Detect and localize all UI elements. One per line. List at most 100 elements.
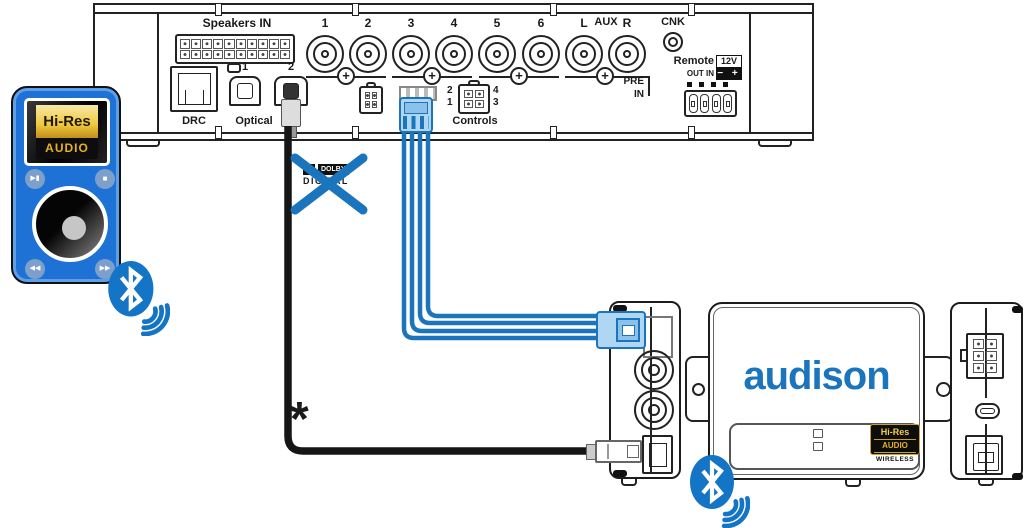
bcon-side-right [950, 302, 1023, 480]
main-unit-foot [845, 478, 861, 487]
screw-slot [688, 126, 695, 139]
pin [224, 49, 235, 59]
remote-terminal [684, 90, 737, 117]
rca-jack-aux-r: R [608, 16, 646, 73]
controls-cable-plug [399, 97, 433, 133]
hires-wireless-badge: Hi-Res AUDIO WIRELESS [870, 424, 920, 465]
fast-forward-button: ▶▶ [95, 259, 115, 279]
remote-12v-label: 12V [716, 55, 742, 68]
plus-badge: + [423, 67, 441, 85]
rubber-cap [613, 470, 627, 477]
portable-player: Hi-Res AUDIO ▶▮ ■ ◀◀ ▶▶ [11, 86, 121, 284]
plus-badge: + [337, 67, 355, 85]
main-unit-inner-line [713, 307, 920, 475]
rca-jack-ring [608, 35, 646, 73]
pin-mark [687, 82, 692, 87]
pin-mark [723, 82, 728, 87]
rca-jack-label: 4 [450, 16, 458, 30]
optical-port-2-hole [283, 83, 299, 99]
rca-jack-ring [435, 35, 473, 73]
badge-wireless-text: WIRELESS [876, 456, 914, 463]
pin [235, 39, 246, 49]
aux-connector [359, 86, 383, 114]
screw-slot [215, 3, 222, 16]
remote-label: Remote [673, 55, 714, 67]
rca-jack-6: 6 [522, 16, 560, 73]
screw-slot [352, 126, 359, 139]
rca-jack-aux-l: L [565, 16, 603, 73]
badge-audio-text: AUDIO [874, 439, 916, 453]
plug-line [607, 444, 609, 459]
cnk-jack-inner [668, 37, 678, 47]
status-led [813, 429, 823, 438]
controls-cable-wire [409, 130, 600, 334]
pin [986, 351, 997, 361]
panel-foot-right [758, 138, 792, 147]
bluetooth-icon [104, 260, 170, 336]
optical-2-label: 2 [287, 61, 295, 73]
aux-connector-pins [365, 92, 377, 108]
rca-ring [641, 397, 667, 423]
pin [257, 39, 268, 49]
rubber-cap [1012, 473, 1023, 480]
dolby-dd-icon [303, 164, 316, 175]
pin [246, 39, 257, 49]
rca-jack-ring [349, 35, 387, 73]
terminal-slot [711, 94, 721, 113]
optical-label: Optical [235, 115, 273, 127]
cnk-label: CNK [661, 16, 685, 28]
sum-bridge-12: + [306, 64, 386, 86]
optical-plug-ferrule [285, 126, 297, 138]
remote-polarity-label: − + [716, 68, 742, 80]
pre-in-bracket [648, 76, 650, 96]
optical-port-1 [229, 76, 261, 106]
hires-badge-box: Hi-Res AUDIO [870, 424, 920, 455]
rca-jack-3: 3 [392, 16, 430, 73]
bcon-main-unit: audison Hi-Res AUDIO WIRELESS [708, 302, 925, 480]
controls-cable-connector [596, 311, 646, 349]
rca-jack-label: 6 [537, 16, 545, 30]
optical-port-inner [973, 443, 999, 471]
pin [191, 39, 202, 49]
panel-divider-right [749, 12, 751, 132]
rca-jack-label: 5 [493, 16, 501, 30]
pin [213, 39, 224, 49]
pin-mark [699, 82, 704, 87]
rca-jack-5: 5 [478, 16, 516, 73]
pre-in-label-2: IN [634, 89, 644, 100]
terminal-slot [688, 94, 698, 113]
controls-pin-3-label: 3 [493, 97, 499, 108]
optical-1-label: 1 [241, 61, 249, 73]
screw-slot [550, 3, 557, 16]
pin [268, 49, 279, 59]
speakers-in-connector [175, 34, 295, 64]
badge-hires-text: Hi-Res [880, 427, 910, 437]
plus-badge: + [596, 67, 614, 85]
cnk-jack [663, 32, 683, 52]
micro-usb-port [975, 403, 1000, 419]
pin [973, 351, 984, 361]
optical-port-2 [274, 76, 308, 106]
connector-latch [622, 325, 635, 336]
rca-jack-4: 4 [435, 16, 473, 73]
dolby-logo-row: DOLBY [303, 164, 361, 175]
hires-audio-logo: Hi-Res AUDIO [36, 105, 98, 159]
speakers-in-pins [180, 39, 290, 59]
pin [213, 49, 224, 59]
controls-connector-pins [464, 90, 484, 108]
optical-plug-body [281, 99, 301, 127]
plug-prongs [403, 116, 429, 129]
speakers-in-tab [227, 63, 241, 73]
terminal-slot [700, 94, 710, 113]
rubber-cap [1012, 306, 1023, 313]
screw-slot [550, 126, 557, 139]
pin [475, 100, 484, 108]
panel-top-line [95, 12, 812, 14]
stop-button: ■ [95, 169, 115, 189]
remote-pin-marks [687, 82, 735, 87]
rca-jack-2: 2 [349, 16, 387, 73]
usb-pin-slot [980, 408, 995, 414]
rca-jack-label: R [622, 16, 632, 30]
digital-word: DIGITAL [303, 176, 349, 186]
